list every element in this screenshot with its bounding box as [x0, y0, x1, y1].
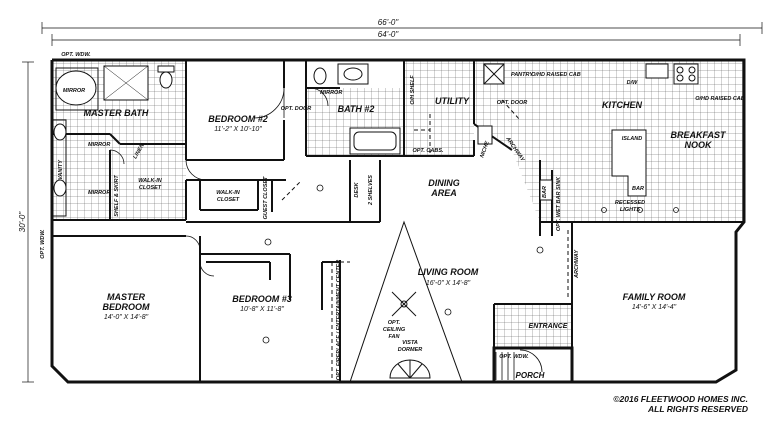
bedroom2-closet-note-1: WALK-IN	[216, 190, 241, 196]
overall-length-dim: 66'-0"	[378, 18, 400, 27]
breakfast-nook-label-1: BREAKFAST	[670, 130, 727, 140]
light-fixtures	[262, 184, 679, 344]
bedroom3-label: BEDROOM #3	[232, 294, 292, 304]
opt-window-note-top: OPT. WDW.	[61, 52, 91, 58]
porch-steps	[495, 352, 515, 380]
ohd-cab-note-2: O/HD RAISED CAB	[695, 96, 745, 102]
vista-dormer-note-1: VISTA	[402, 340, 418, 346]
width-dim: 30'-0"	[18, 211, 27, 233]
fixtures	[51, 63, 699, 217]
shelf-skirt-note: SHELF & SKIRT	[114, 175, 120, 217]
opt-cabs-note: OPT. CABS.	[412, 148, 444, 154]
dining-label-1: DINING	[428, 178, 460, 188]
kitchen-label: KITCHEN	[602, 100, 642, 110]
vanity-note: VANITY	[58, 159, 64, 180]
archway-note-2: ARCHWAY	[574, 249, 580, 279]
recessed-lights-note-2: LIGHTS	[620, 207, 640, 213]
dimension-lines	[22, 22, 763, 383]
walk-in-closet-note-2: CLOSET	[139, 185, 162, 191]
body-length-dim: 64'-0"	[378, 30, 400, 39]
guest-closet-note: GUEST CLOSET	[263, 176, 269, 219]
mirror-note-1: MIRROR	[88, 142, 110, 148]
master-bedroom-label-1: MASTER	[107, 292, 146, 302]
bar-note-side: BAR	[542, 186, 548, 198]
bar-note-island: BAR	[632, 186, 644, 192]
dw-note: D/W	[627, 80, 639, 86]
living-room-size: 16'-0" X 14'-8"	[426, 280, 471, 287]
opt-door-kitchen: OPT. DOOR	[497, 100, 527, 106]
copyright-line-1: ©2016 FLEETWOOD HOMES INC.	[613, 394, 748, 404]
porch-label: PORCH	[516, 371, 545, 380]
wet-bar-note: OPT. WET BAR SINK	[556, 176, 562, 231]
desk-note: DESK	[354, 181, 360, 197]
ceiling-fan-note-3: FAN	[389, 334, 401, 340]
breakfast-nook-label-2: NOOK	[685, 140, 714, 150]
ceiling-fan-note-2: CEILING	[383, 327, 406, 333]
family-room-size: 14'-6" X 14'-4"	[632, 304, 677, 311]
fireplace-note: OPT. FIREPLACE / ENTERTAINMENT CENTER	[336, 260, 342, 380]
bath2-label: BATH #2	[338, 104, 375, 114]
master-bedroom-label-2: BEDROOM	[103, 302, 151, 312]
bedroom3-size: 10'-8" X 11'-8"	[240, 306, 284, 313]
opt-window-note-left: OPT. WDW.	[40, 229, 46, 259]
bedroom2-size: 11'-2" X 10'-10"	[214, 126, 262, 133]
copyright-line-2: ALL RIGHTS RESERVED	[647, 404, 748, 414]
mirror-note-2: MIRROR	[88, 190, 110, 196]
utility-label: UTILITY	[435, 96, 470, 106]
shelves-note: 2 SHELVES	[368, 175, 374, 206]
island-note: ISLAND	[622, 136, 643, 142]
optional-lines	[281, 99, 569, 382]
opt-door-bedroom2: OPT. DOOR	[281, 106, 311, 112]
bedroom2-label: BEDROOM #2	[208, 114, 268, 124]
living-room-label: LIVING ROOM	[418, 267, 479, 277]
family-room-label: FAMILY ROOM	[623, 292, 686, 302]
opt-window-note-porch: OPT. WDW.	[499, 354, 529, 360]
niche-note: NICHE	[479, 140, 491, 158]
vista-dormer	[389, 359, 431, 379]
entrance-label: ENTRANCE	[529, 323, 568, 330]
recessed-lights-note-1: RECESSED	[615, 200, 645, 206]
pantry-note: PANTRY	[511, 72, 534, 78]
oh-shelf-note: O/H SHELF	[410, 75, 416, 105]
ceiling-fan-icon	[391, 291, 417, 317]
bedroom2-closet-note-2: CLOSET	[217, 197, 240, 203]
master-bedroom-size: 14'-0" X 14'-8"	[104, 314, 149, 321]
ohd-cab-note-1: O/HD RAISED CAB	[531, 72, 581, 78]
mirror-note-tub: MIRROR	[63, 88, 85, 94]
dining-label-2: AREA	[430, 188, 457, 198]
master-bath-label: MASTER BATH	[84, 108, 149, 118]
ceiling-fan-note-1: OPT.	[388, 320, 401, 326]
door-swings	[109, 87, 543, 373]
vaulted-ceiling	[349, 220, 463, 383]
interior-walls	[52, 60, 744, 382]
vista-dormer-note-2: DORMER	[398, 347, 422, 353]
walk-in-closet-note-1: WALK-IN	[138, 178, 163, 184]
mirror-note-bath2: MIRROR	[320, 90, 342, 96]
